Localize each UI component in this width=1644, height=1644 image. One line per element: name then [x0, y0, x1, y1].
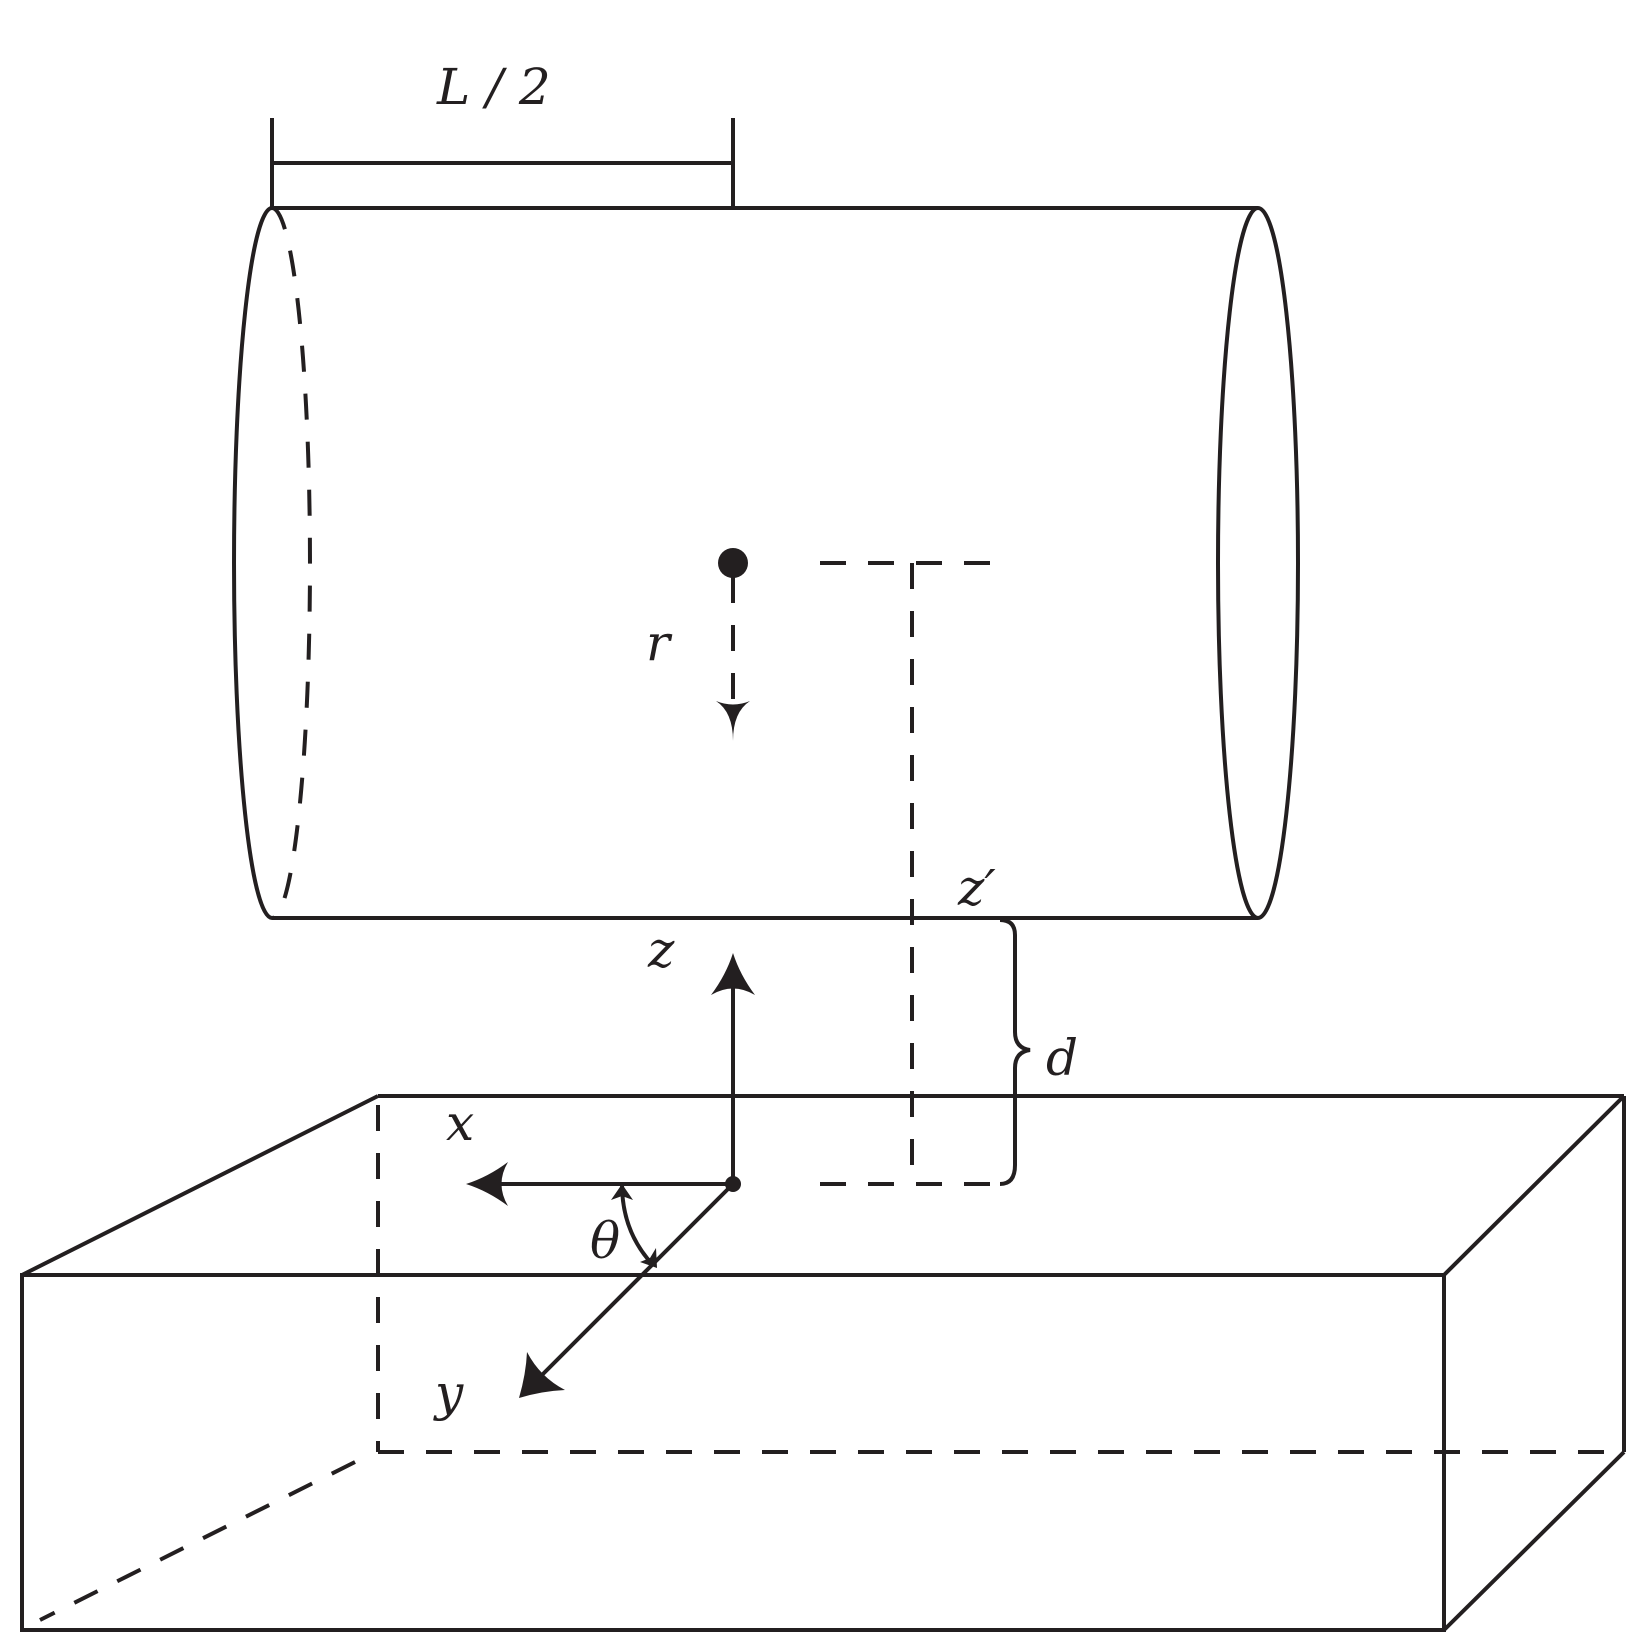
r-arrow — [716, 577, 750, 741]
theta-label: θ — [590, 1212, 620, 1270]
z-prime-label: z′ — [957, 859, 996, 917]
cylinder-left-end-front — [232, 206, 273, 920]
y-axis-label: y — [433, 1364, 464, 1422]
d-label: d — [1046, 1029, 1078, 1087]
z-axis-label: z — [647, 921, 675, 979]
y-axis — [538, 1182, 735, 1379]
z-axis-arrowhead — [711, 953, 755, 995]
theta-arc — [611, 1183, 657, 1268]
slab — [20, 1094, 1626, 1632]
length-dimension — [270, 118, 735, 208]
z-prime-guides — [820, 561, 1010, 1186]
cylinder — [232, 206, 1300, 920]
cylinder-right-end — [1216, 206, 1300, 920]
length-label: L / 2 — [436, 58, 551, 116]
d-brace — [999, 918, 1031, 1186]
y-axis-arrowhead — [519, 1352, 565, 1398]
r-label: r — [646, 614, 673, 672]
cylinder-left-end-hidden — [271, 206, 312, 920]
origin-point — [725, 1176, 741, 1192]
axes — [466, 953, 755, 1398]
x-axis-label: x — [446, 1094, 474, 1152]
cylinder-center-point — [718, 548, 748, 578]
x-axis-arrowhead — [466, 1162, 508, 1206]
